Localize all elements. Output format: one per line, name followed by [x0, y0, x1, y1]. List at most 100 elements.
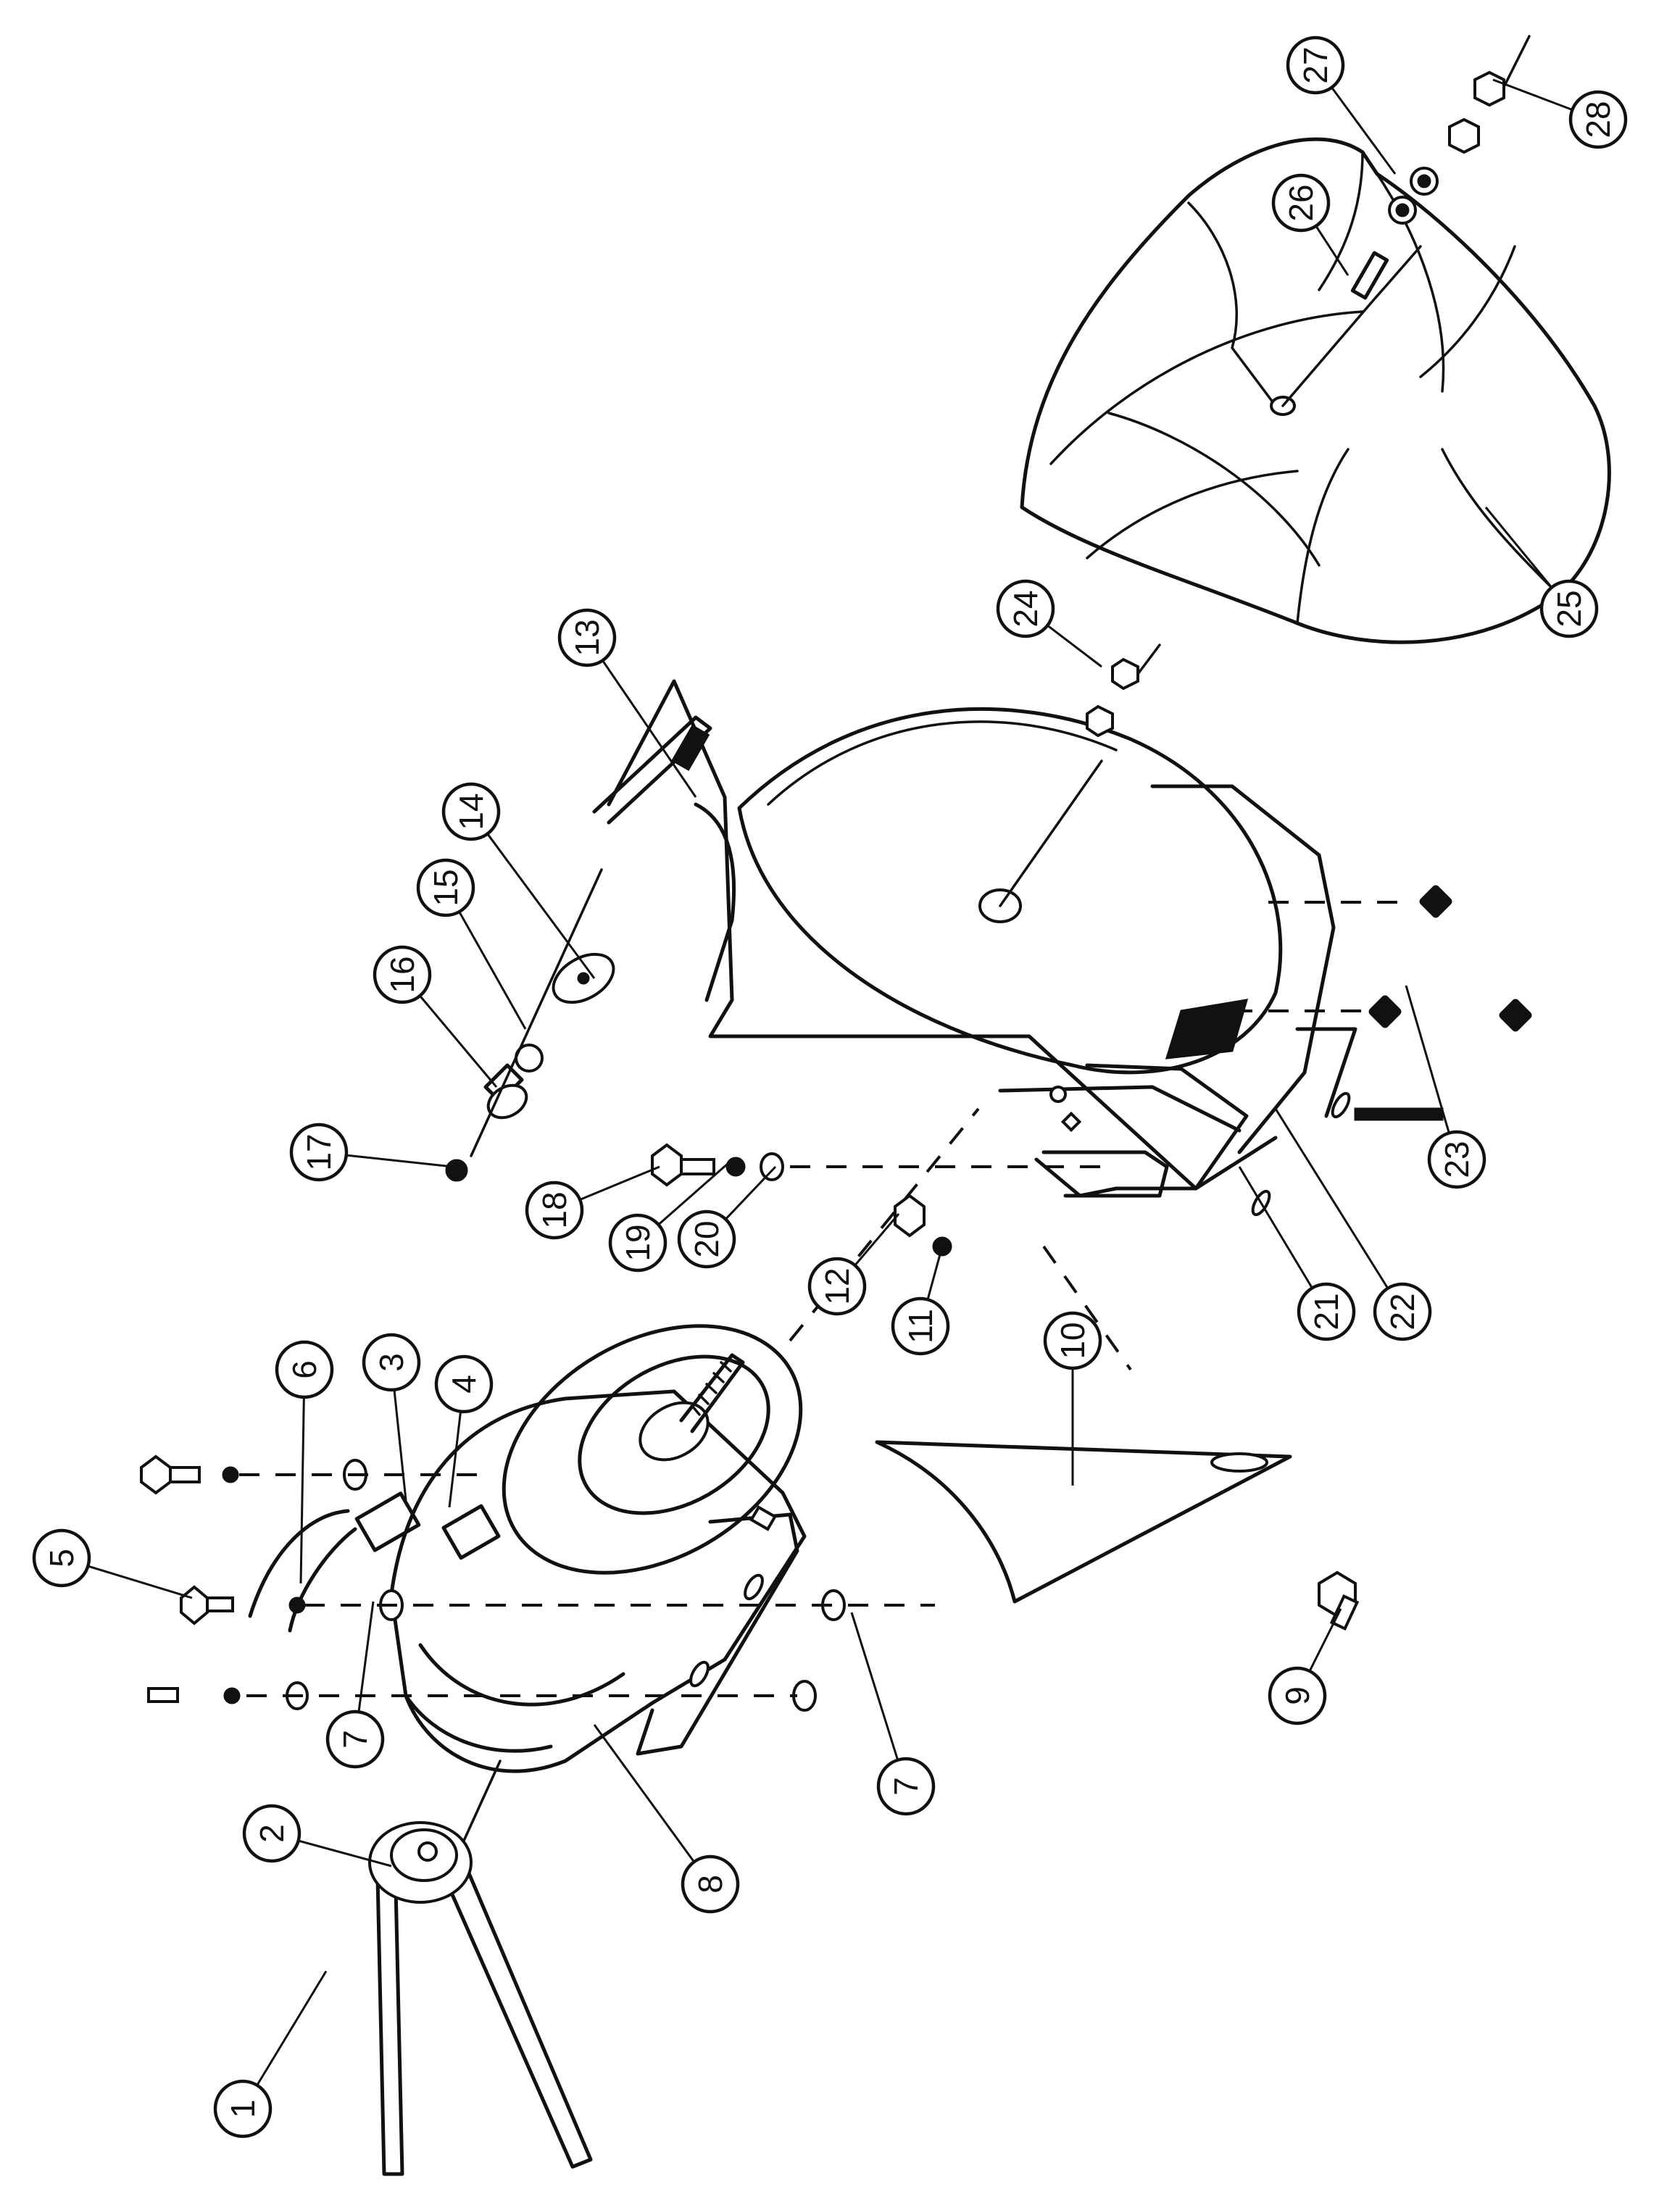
part-callout-8: 8 — [681, 1854, 740, 1914]
part-callout-12: 12 — [807, 1257, 867, 1316]
callout-circle — [807, 1257, 867, 1316]
callout-circle — [213, 2079, 273, 2139]
leader-line — [1238, 1166, 1313, 1289]
part-callout-19: 19 — [608, 1213, 668, 1273]
callout-number: 19 — [619, 1224, 657, 1261]
callout-number: 2 — [253, 1824, 291, 1843]
cable-clamp-assembly — [445, 715, 712, 1182]
callout-number: 17 — [300, 1133, 338, 1170]
leader-line — [486, 833, 596, 979]
leader-line — [1484, 507, 1553, 588]
callout-circle — [32, 1528, 91, 1588]
callout-circle — [891, 1296, 950, 1356]
leader-line — [1331, 86, 1397, 175]
leader-line — [1308, 1608, 1342, 1672]
callout-number: 6 — [286, 1360, 323, 1379]
callout-circle — [416, 858, 475, 917]
callout-number: 25 — [1550, 590, 1588, 627]
callout-leaders — [87, 78, 1573, 2086]
callout-number: 12 — [818, 1267, 856, 1304]
part-callout-13: 13 — [557, 608, 617, 667]
impeller-nuts — [1086, 644, 1161, 738]
leader-line — [419, 995, 498, 1088]
callout-circle — [1373, 1282, 1432, 1341]
part-callout-10: 10 — [1043, 1311, 1102, 1370]
callout-circle — [876, 1757, 936, 1816]
blower-housing — [607, 679, 1532, 1371]
callout-number: 4 — [445, 1375, 483, 1394]
callout-circle — [1297, 1282, 1356, 1341]
motor-screws-and-washers — [140, 1454, 935, 1712]
callout-circle — [362, 1333, 421, 1392]
leader-line — [298, 1839, 392, 1868]
callout-circle — [557, 608, 617, 667]
part-callout-7: 7 — [876, 1757, 936, 1816]
callout-circle — [289, 1123, 349, 1182]
callout-circle — [681, 1854, 740, 1914]
leader-line — [602, 659, 697, 798]
leader-line — [1492, 78, 1573, 111]
callout-circle — [608, 1213, 668, 1273]
callout-number: 5 — [43, 1549, 80, 1567]
blower-impeller — [1020, 137, 1611, 644]
part-callout-17: 17 — [289, 1123, 349, 1182]
part-callout-3: 3 — [362, 1333, 421, 1392]
part-callout-27: 27 — [1286, 36, 1345, 95]
part-callout-9: 9 — [1268, 1666, 1327, 1725]
part-callout-24: 24 — [996, 579, 1055, 638]
part-callout-23: 23 — [1427, 1130, 1486, 1189]
callout-number: 8 — [691, 1875, 729, 1894]
callout-circle — [525, 1181, 584, 1240]
part-callout-1: 1 — [213, 2079, 273, 2139]
leader-line — [299, 1396, 305, 1584]
leader-line — [1315, 225, 1350, 276]
callout-number: 21 — [1307, 1293, 1345, 1330]
leader-line — [1274, 1108, 1389, 1289]
part-callout-26: 26 — [1271, 173, 1331, 233]
callout-circle — [1568, 90, 1628, 149]
leader-line — [458, 911, 527, 1030]
impeller-hub-hardware — [1350, 35, 1531, 300]
callout-number: 1 — [224, 2099, 262, 2118]
housing-fasteners — [651, 1143, 952, 1257]
leader-line — [256, 1970, 328, 2086]
part-callout-14: 14 — [441, 782, 501, 841]
callout-circle — [1043, 1311, 1102, 1370]
motor-body — [248, 1324, 807, 1773]
part-callout-28: 28 — [1568, 90, 1628, 149]
part-callout-18: 18 — [525, 1181, 584, 1240]
leader-line — [854, 1213, 900, 1267]
callout-circle — [996, 579, 1055, 638]
leader-line — [593, 1724, 695, 1863]
part-callout-25: 25 — [1539, 579, 1599, 638]
part-callout-5: 5 — [32, 1528, 91, 1588]
callout-circle — [242, 1804, 302, 1863]
callout-number: 20 — [688, 1220, 725, 1257]
callout-number: 11 — [902, 1309, 939, 1344]
callout-number: 22 — [1384, 1293, 1421, 1330]
leader-line — [357, 1601, 375, 1712]
callout-circle — [1286, 36, 1345, 95]
leader-line — [1405, 985, 1450, 1133]
callout-number: 3 — [373, 1353, 410, 1372]
part-callout-22: 22 — [1373, 1282, 1432, 1341]
callout-number: 13 — [568, 619, 606, 656]
callout-circle — [275, 1340, 334, 1399]
callout-circle — [441, 782, 501, 841]
callout-circle — [1268, 1666, 1327, 1725]
callout-circle — [1427, 1130, 1486, 1189]
part-callout-15: 15 — [416, 858, 475, 917]
callout-number: 15 — [427, 869, 465, 906]
callout-number: 26 — [1282, 184, 1320, 221]
leader-line — [725, 1165, 777, 1220]
leader-line — [1047, 624, 1102, 668]
part-callout-11: 11 — [891, 1296, 950, 1356]
leader-line — [346, 1154, 454, 1168]
callout-circle — [434, 1354, 494, 1414]
callout-circle — [1539, 579, 1599, 638]
part-callout-2: 2 — [242, 1804, 302, 1863]
leader-line — [657, 1162, 729, 1226]
callout-number: 23 — [1438, 1141, 1476, 1178]
